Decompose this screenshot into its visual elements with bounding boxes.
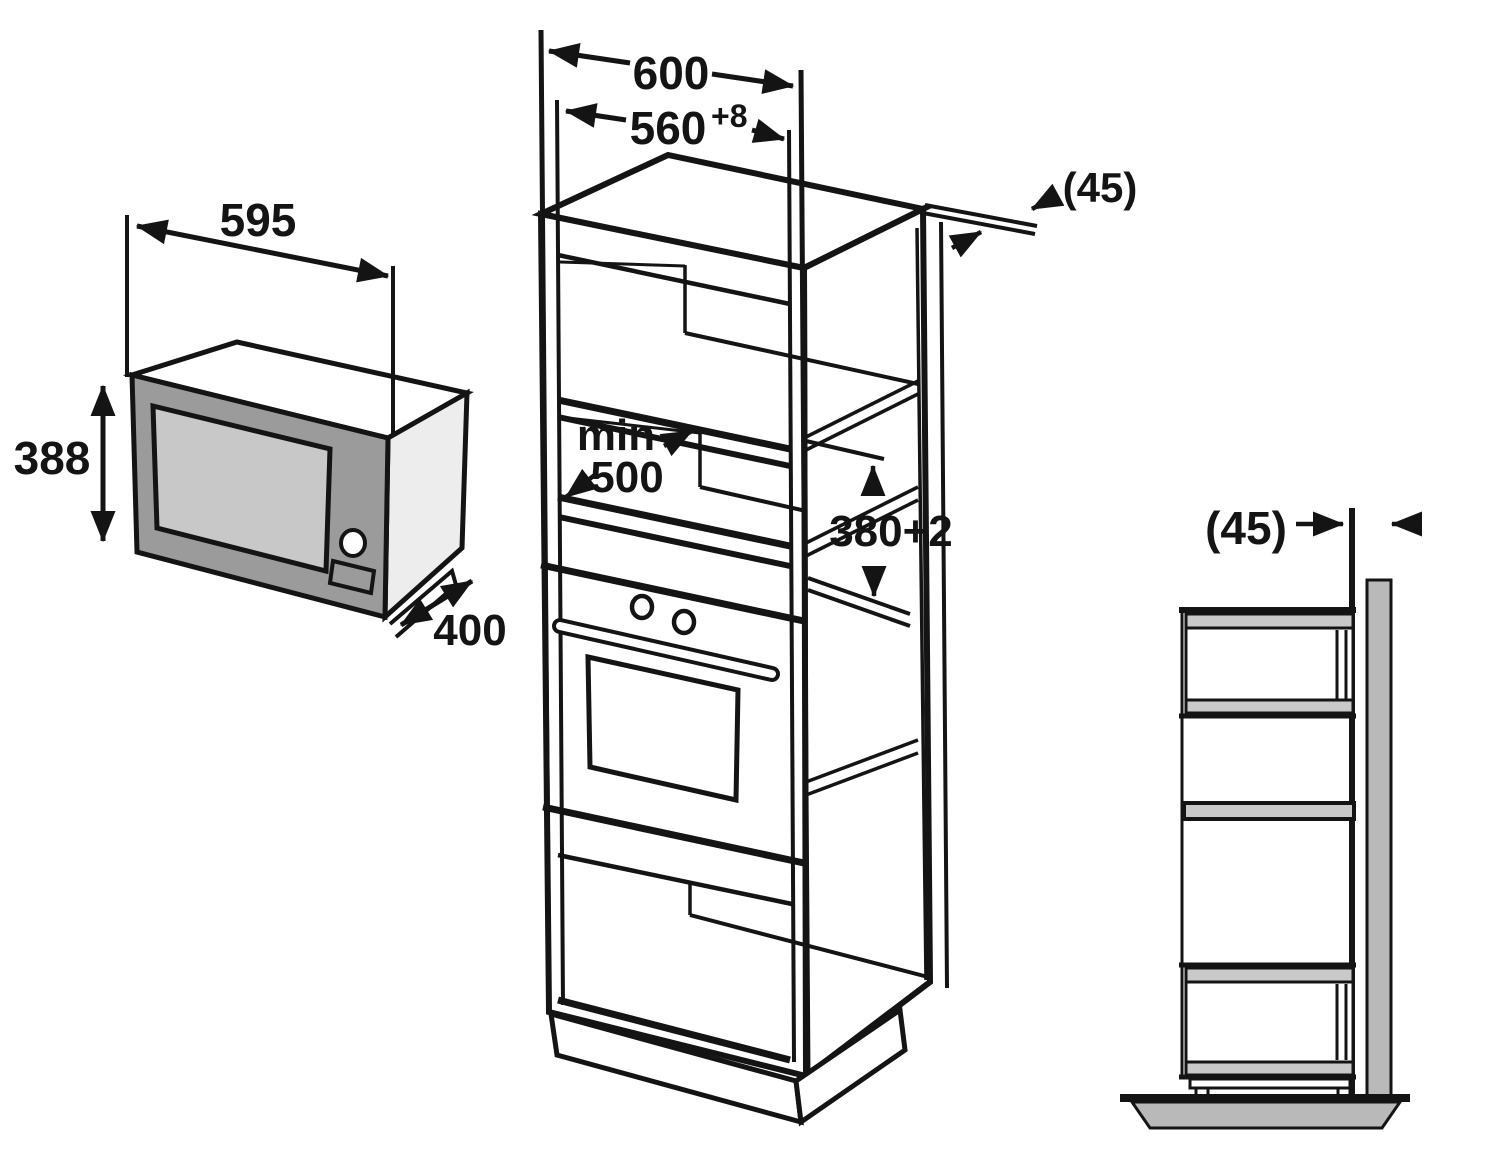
cabinet-left-outer-edge — [538, 29, 552, 1013]
side-floor-slab — [1129, 1100, 1403, 1130]
niche2-floor-bottom-edge — [558, 514, 791, 569]
cabinet-back-edge-line — [915, 227, 928, 981]
label-microwave-height: 388 — [14, 432, 91, 484]
back-panel-top-edge-2 — [922, 211, 1036, 236]
min-depth-arrow-out — [564, 468, 598, 499]
label-min-depth-value: 500 — [590, 453, 663, 502]
label-rear-gap-top: (45) — [1063, 164, 1138, 211]
oven-top-edge — [540, 561, 805, 625]
label-niche-height: 380+2 — [829, 507, 953, 556]
bottom-compartment-floor-front-edge — [557, 996, 791, 1064]
side-shelf-line-b2 — [805, 498, 919, 558]
microwave-knob — [339, 528, 367, 558]
microwave-drawing: 595 388 400 — [14, 194, 507, 655]
dim-600-left-segment — [547, 43, 631, 68]
oven-window — [585, 653, 741, 804]
plinth-side — [793, 1005, 908, 1127]
niche2-floor-front-edge — [557, 493, 791, 550]
side-middle-shelf — [1182, 801, 1356, 821]
niche-height-ext-lower-2 — [807, 588, 911, 628]
rear-gap-arrow-lower — [948, 230, 983, 258]
label-rear-gap-side: (45) — [1205, 502, 1287, 554]
oven-handle-fill — [556, 622, 776, 678]
back-panel-edge-line — [939, 221, 949, 989]
side-topbox-interior — [1184, 626, 1355, 702]
cabinet-right-inner-edge — [787, 129, 796, 1063]
niche1-floor-back-edge — [684, 331, 919, 386]
microwave-button — [327, 558, 377, 596]
side-bottombox-interior — [1184, 980, 1355, 1064]
oven-knob-left — [629, 593, 655, 621]
side-topbox-bottom-shelf — [1184, 698, 1355, 715]
side-view-drawing: (45) — [1120, 502, 1423, 1130]
shelf1-front-top-edge — [557, 396, 791, 453]
wall-strip — [1365, 578, 1393, 1100]
dim-560-right-segment — [751, 118, 786, 143]
bottom-compartment-floor-back-edge — [689, 913, 929, 979]
side-shelf-line-c2 — [805, 751, 919, 797]
dim-arrow-400 — [399, 578, 474, 628]
side-shelf-line-a1 — [805, 379, 919, 439]
oven-knob-right — [671, 608, 697, 636]
niche-height-ext-upper — [805, 439, 885, 461]
label-cabinet-width: 600 — [633, 47, 710, 99]
side-topbox-top-shelf — [1184, 612, 1355, 630]
label-microwave-depth: 400 — [433, 606, 506, 655]
microwave-door-window — [150, 402, 333, 575]
side-bottombox-bottom-shelf — [1184, 1060, 1355, 1077]
min-depth-arrow-in — [659, 429, 694, 457]
side-shelf-line-b1 — [805, 485, 919, 545]
back-panel-top-edge-1 — [924, 203, 1038, 228]
label-niche-width: 560 — [630, 102, 707, 154]
rear-gap-arrow-upper — [1030, 183, 1065, 211]
niche2-ceiling-back-edge — [558, 415, 701, 435]
side-base-bar — [1188, 1077, 1352, 1090]
bottom-compartment-top-edge — [557, 852, 793, 907]
niche-height-ext-lower-1 — [807, 576, 911, 616]
label-min-depth-word: min — [577, 411, 655, 460]
label-niche-width-tolerance: +8 — [711, 98, 747, 134]
cabinet-right-outer-edge — [798, 69, 811, 1079]
side-bottombox-top-shelf — [1184, 966, 1355, 984]
dim-600-right-segment — [711, 69, 795, 94]
side-shelf-line-a2 — [805, 392, 919, 452]
cabinet-drawing: 600 560 +8 (45) min 500 380+2 — [531, 29, 1138, 1127]
label-microwave-width: 595 — [220, 194, 297, 246]
niche1-ceiling-back-edge — [559, 260, 686, 268]
dim-arrow-595 — [135, 219, 390, 283]
dim-560-left-segment — [564, 103, 627, 128]
side-shelf-line-c1 — [805, 738, 919, 784]
oven-bottom-edge — [542, 803, 805, 867]
niche2-floor-back-edge — [699, 485, 807, 513]
cabinet-side-face — [800, 204, 934, 1083]
